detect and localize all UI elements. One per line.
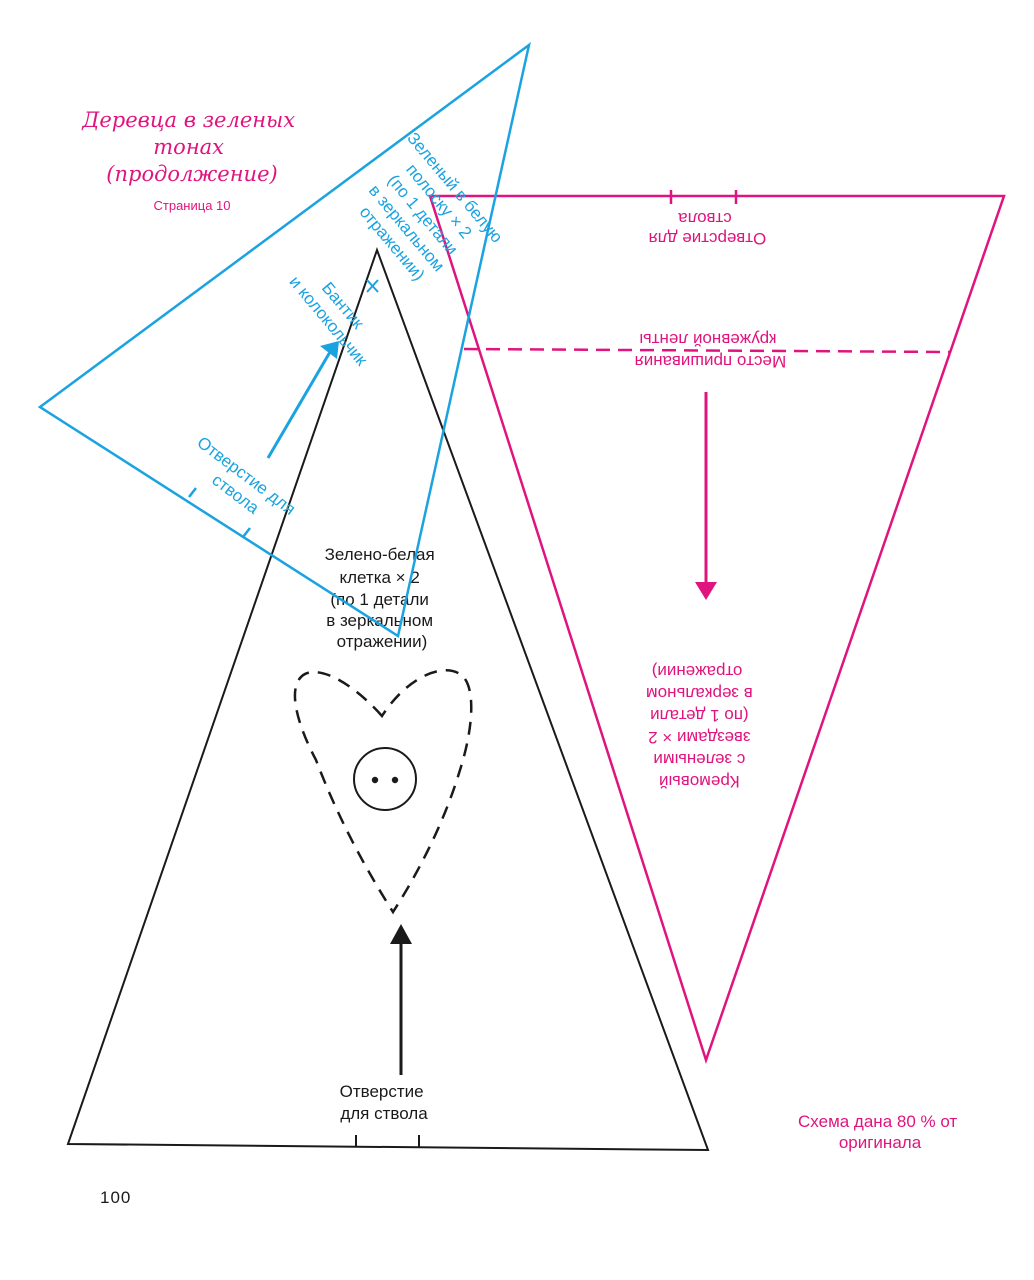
pink-lace-line1: Место пришивания [634, 352, 786, 371]
black-tree-piece: Зелено-белая клетка × 2 (по 1 детали в з… [66, 247, 710, 1152]
black-label-line2: клетка × 2 [339, 568, 419, 587]
pink-hole-line1: Отверстие для [648, 229, 766, 248]
svg-text:Деревца в зеленых тонах: Деревца в зеленых тонах (продолжение) [81, 108, 302, 186]
pink-hole-line2: ствола [678, 209, 732, 228]
pink-label-line3: звездами × 2 [648, 728, 751, 747]
black-trunk-hole-label: Отверстие для ствола [340, 1082, 429, 1123]
pink-label-line1: Кремовый [659, 772, 740, 791]
black-hole-line1: Отверстие [340, 1082, 424, 1101]
pink-label-line5: в зеркальном [646, 684, 753, 703]
button-circle [353, 747, 417, 811]
black-label-line4: в зеркальном [326, 611, 433, 630]
blue-arrow-shaft [266, 351, 332, 459]
heart-dashed-outline [293, 669, 473, 915]
pink-triangle-outline [428, 194, 1006, 1064]
title-line2: тонах [153, 135, 224, 159]
pink-piece-label: Кремовый с зелеными звездами × 2 (по 1 д… [641, 662, 753, 791]
black-label-line5: отражении) [337, 632, 428, 651]
black-triangle-outline [66, 247, 710, 1152]
button-hole-left [371, 776, 379, 784]
scale-note: Схема дана 80 % от оригинала [798, 1112, 962, 1152]
scale-note-line2: оригинала [839, 1133, 922, 1152]
button-hole-right [391, 776, 399, 784]
pink-arrow-head [695, 582, 717, 600]
black-piece-label: Зелено-белая клетка × 2 (по 1 детали в з… [325, 545, 440, 651]
blue-hole-tick-left [188, 487, 197, 498]
black-label-line3: (по 1 детали [330, 590, 429, 609]
pink-lace-label: Место пришивания кружевной ленты [630, 330, 787, 371]
title-subtitle: Страница 10 [154, 198, 231, 213]
black-arrow-head [390, 924, 412, 944]
pink-trunk-hole-label: Отверстие для ствола [644, 209, 767, 248]
blue-arrow-head [320, 341, 339, 359]
blue-triangle-outline [37, 42, 531, 639]
black-hole-line2: для ствола [340, 1104, 428, 1123]
title-line3: (продолжение) [106, 162, 277, 186]
pink-label-line4: (по 1 детали [650, 706, 749, 725]
black-label-line1: Зелено-белая [325, 545, 435, 564]
blue-hole-tick-right [242, 527, 251, 538]
pattern-title: Деревца в зеленых тонах (продолжение) Ст… [81, 108, 302, 213]
pink-label-line6: отражении) [652, 662, 743, 681]
blue-trunk-hole-label: Отверстие для ствола [181, 433, 303, 539]
pink-label-line2: с зелеными [653, 750, 745, 769]
title-line1: Деревца в зеленых [81, 108, 295, 132]
blue-piece-label: Зеленый в белую полоску × 2 (по 1 детали… [339, 129, 509, 304]
bow-marker-x-b [366, 279, 379, 293]
blue-tree-piece: Зеленый в белую полоску × 2 (по 1 детали… [37, 42, 531, 639]
page-number: 100 [100, 1188, 131, 1207]
scale-note-line1: Схема дана 80 % от [798, 1112, 957, 1131]
pink-lace-dashed-line [463, 347, 951, 354]
pink-tree-piece: Отверстие для ствола Место пришивания кр… [428, 190, 1006, 1064]
pink-lace-line2: кружевной ленты [639, 330, 776, 349]
